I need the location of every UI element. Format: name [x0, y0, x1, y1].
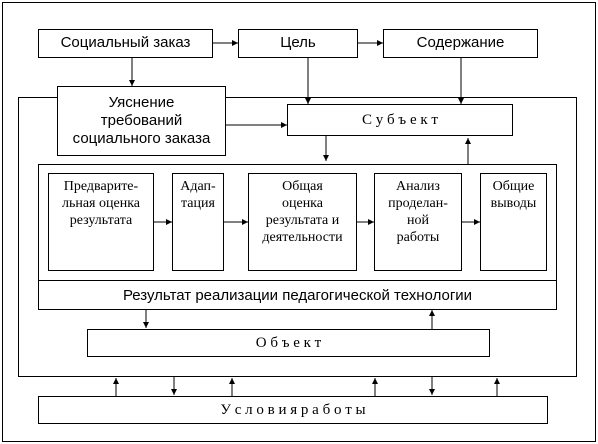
working-conditions-label: У с л о в и я р а б о т ы — [220, 401, 366, 418]
stage-work-analysis-label: Анализ проделан- ной работы — [388, 179, 448, 246]
subject-box: С у б ъ е к т — [287, 104, 513, 136]
stage-work-analysis: Анализ проделан- ной работы — [374, 173, 462, 271]
object-label: О б ъ е к т — [255, 334, 322, 351]
goal-label: Цель — [280, 34, 316, 52]
content-label: Содержание — [416, 34, 505, 52]
technology-frame — [38, 164, 557, 310]
object-box: О б ъ е к т — [87, 329, 490, 357]
stages-separator — [38, 280, 557, 281]
stage-adaptation: Адап- тация — [172, 173, 224, 271]
stage-general-evaluation-label: Общая оценка результата и деятельности — [262, 179, 343, 246]
stage-conclusions: Общие выводы — [480, 173, 547, 271]
content-box: Содержание — [383, 29, 538, 58]
clarify-requirements-box: Уяснение требований социального заказа — [57, 86, 226, 156]
social-order-box: Социальный заказ — [38, 29, 213, 58]
clarify-requirements-label: Уяснение требований социального заказа — [72, 93, 211, 148]
stage-conclusions-label: Общие выводы — [490, 179, 537, 212]
result-label: Результат реализации педагогической техн… — [122, 286, 473, 304]
goal-box: Цель — [238, 29, 358, 58]
social-order-label: Социальный заказ — [60, 34, 191, 52]
working-conditions-box: У с л о в и я р а б о т ы — [38, 396, 548, 424]
stage-adaptation-label: Адап- тация — [180, 179, 216, 212]
stage-preliminary-evaluation: Предварите- льная оценка результата — [48, 173, 154, 271]
stage-general-evaluation: Общая оценка результата и деятельности — [248, 173, 357, 271]
subject-label: С у б ъ е к т — [362, 111, 438, 128]
stage-preliminary-evaluation-label: Предварите- льная оценка результата — [61, 179, 141, 229]
process-frame — [18, 97, 577, 377]
result-row: Результат реализации педагогической техн… — [39, 281, 556, 309]
